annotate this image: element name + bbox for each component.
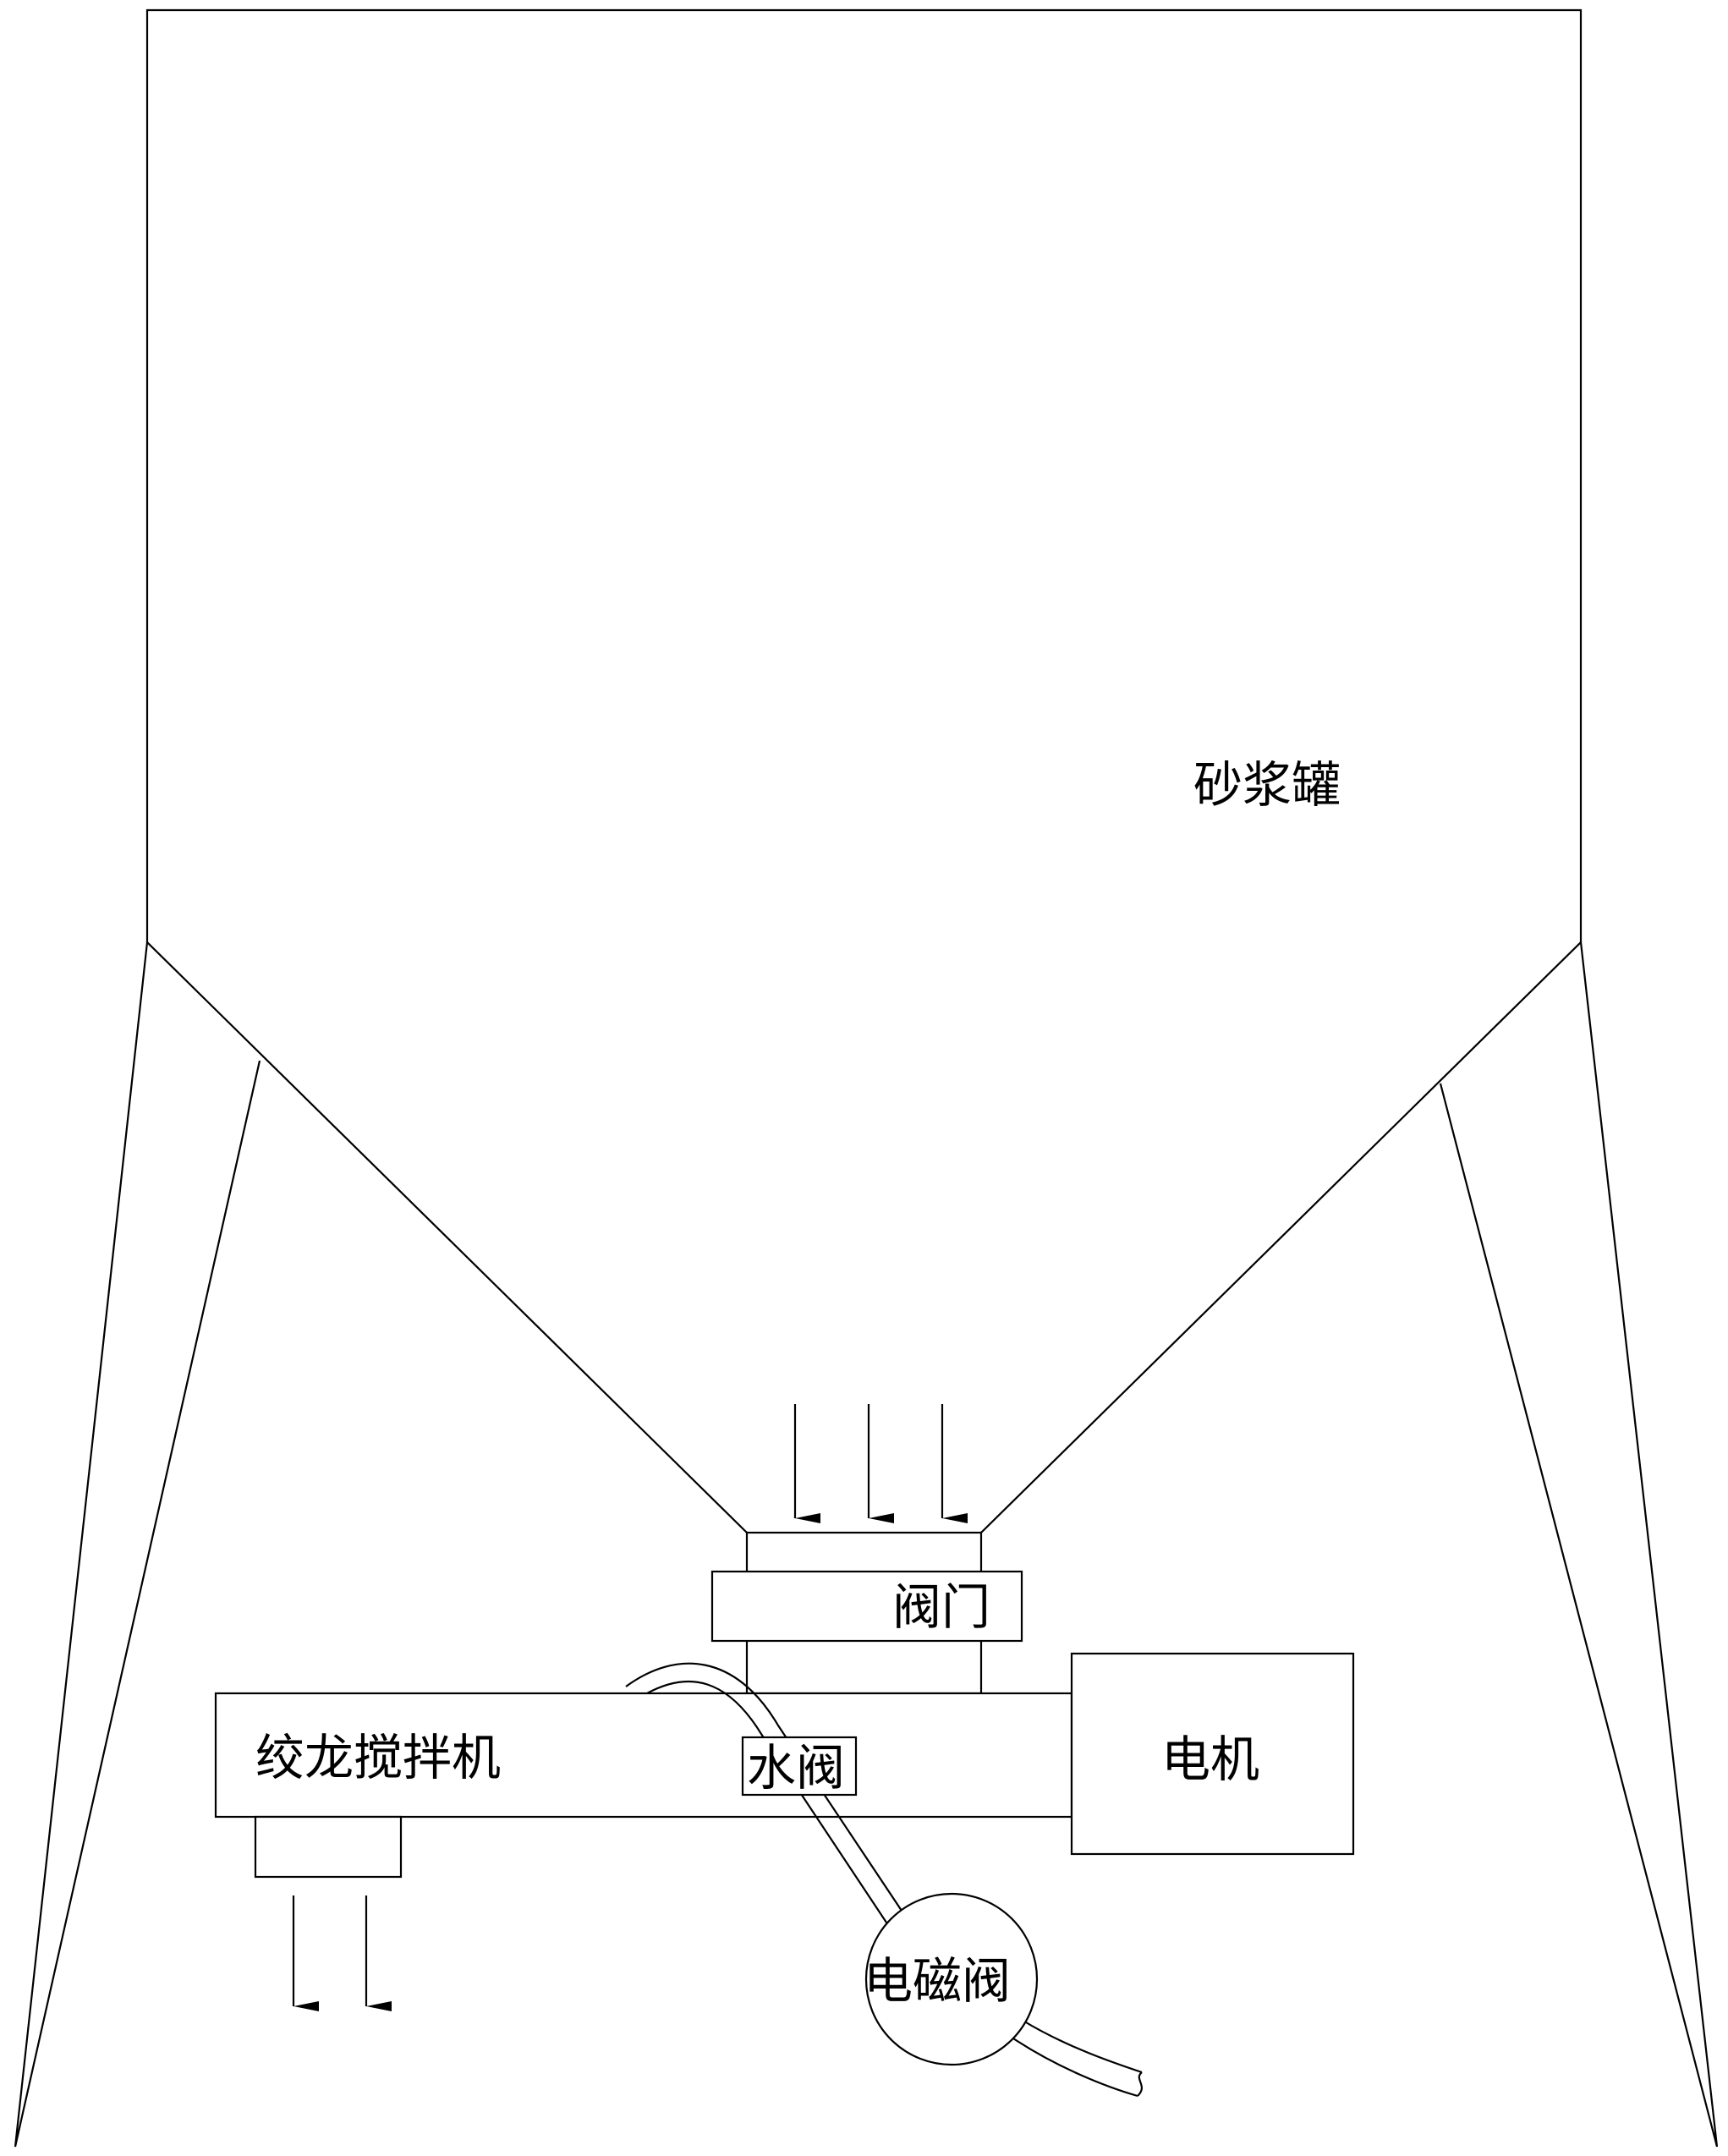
motor-box [1070, 1652, 1355, 1856]
hose-edge-lower [1010, 2036, 1138, 2098]
water-valve-label: 水阀 [747, 1739, 845, 1797]
auger-mixer-label: 绞龙搅拌机 [255, 1729, 501, 1786]
left-leg [14, 941, 261, 2148]
discharge-chute [254, 1815, 403, 1879]
water-valve-box [741, 1736, 858, 1797]
gate-valve-band [710, 1570, 1023, 1643]
solenoid-valve-label: 电磁阀 [864, 1952, 1011, 2010]
tank-outline [145, 8, 1583, 1533]
support-legs [14, 941, 1719, 2148]
motor-label: 电机 [1161, 1731, 1259, 1788]
tank-label: 砂浆罐 [1193, 756, 1341, 814]
water-hose [625, 1662, 1143, 2098]
auger-mixer-body [214, 1692, 1073, 1819]
feed-arrows [793, 1404, 968, 1523]
hose-cut-end [1137, 2071, 1143, 2097]
mortar-tank [145, 8, 1583, 1533]
gate-valve-label: 阀门 [892, 1578, 990, 1636]
discharge-arrows [292, 1895, 392, 2011]
hose-edge-inner [646, 1680, 896, 1936]
solenoid-valve-circle [864, 1892, 1039, 2066]
hose-edge-outer [625, 1662, 914, 1929]
hose-edge-lower [1021, 2019, 1143, 2074]
right-leg [1439, 941, 1719, 2148]
